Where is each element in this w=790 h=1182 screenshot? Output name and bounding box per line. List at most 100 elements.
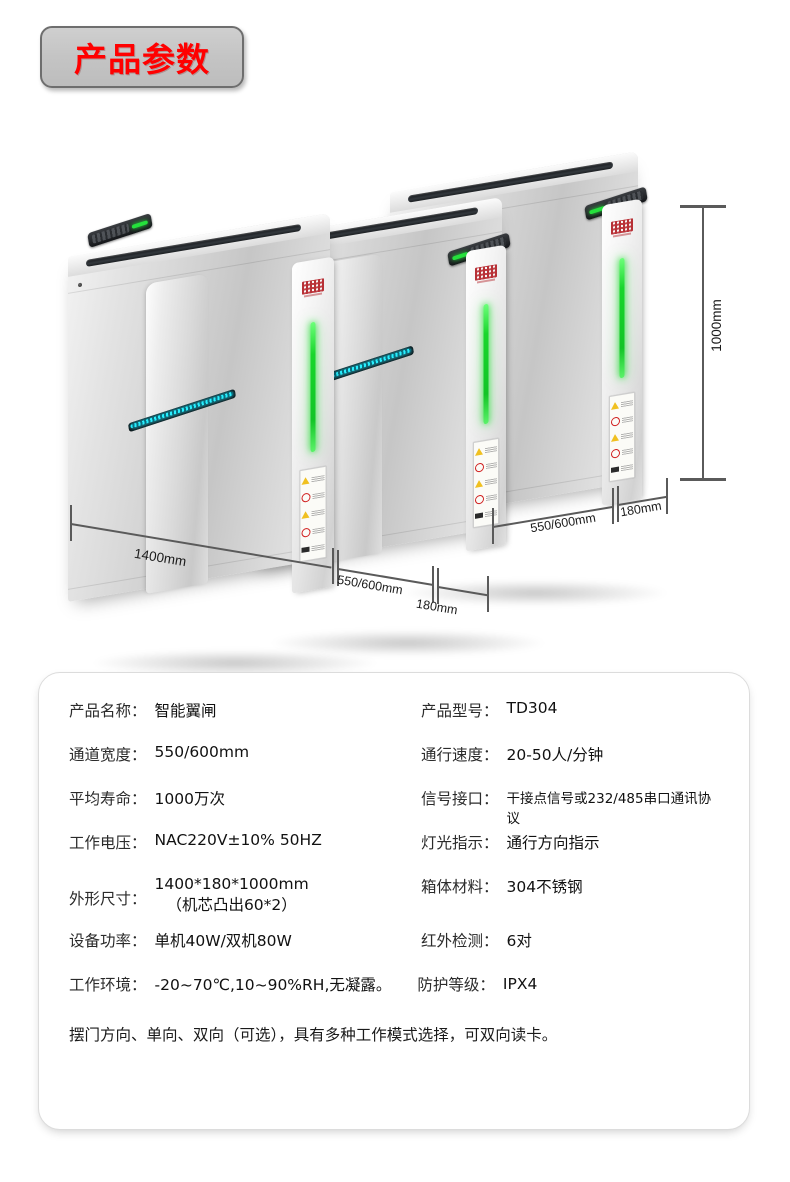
hand-caution-icon — [611, 466, 619, 474]
spec-value: 单机40W/双机80W — [154, 932, 292, 950]
warning-triangle-icon — [301, 511, 310, 520]
warning-triangle-icon — [611, 433, 619, 443]
floor-shadow-back — [400, 580, 670, 606]
warning-text — [485, 510, 497, 518]
dim-tick-1400-right — [332, 548, 334, 584]
warning-row — [301, 521, 325, 540]
warning-row — [475, 474, 497, 492]
page-title: 产品参数 — [74, 40, 210, 79]
warning-text — [311, 475, 325, 483]
spec-value: 20-50人/分钟 — [506, 746, 604, 764]
prohibition-icon — [475, 494, 484, 506]
warning-row — [475, 442, 497, 460]
direction-light-bar-front — [310, 321, 316, 453]
prohibition-icon — [611, 416, 620, 428]
spec-cell-power: 设备功率： 单机40W/双机80W — [69, 929, 421, 951]
spec-value: 干接点信号或232/485串口通讯协议 — [506, 791, 712, 827]
warning-text — [486, 462, 497, 470]
spec-cell-light-indicator: 灯光指示： 通行方向指示 — [421, 831, 719, 853]
pillar-middle — [466, 244, 506, 552]
dim-tick-depth-front-left — [437, 568, 439, 604]
warning-row — [611, 428, 633, 446]
spec-label: 设备功率： — [69, 932, 147, 950]
spec-row-environment: 工作环境： -20~70℃,10~90%RH,无凝露。 防护等级： IPX4 — [69, 973, 719, 1017]
spec-label: 通道宽度： — [69, 746, 147, 764]
spec-label: 产品型号： — [421, 702, 499, 720]
spec-row: 产品名称： 智能翼闸 产品型号： TD304 — [69, 699, 719, 743]
spec-row: 平均寿命： 1000万次 信号接口： 干接点信号或232/485串口通讯协议 — [69, 787, 719, 831]
spec-cell-model: 产品型号： TD304 — [421, 699, 719, 721]
spec-value: -20~70℃,10~90%RH,无凝露。 — [154, 976, 392, 994]
brand-logo-middle — [475, 264, 497, 281]
spec-value-line2: （机芯凸出60*2） — [166, 896, 297, 914]
spec-row: 工作电压： NAC220V±10% 50HZ 灯光指示： 通行方向指示 — [69, 831, 719, 875]
spec-value: TD304 — [506, 699, 558, 717]
warning-label-back — [609, 391, 635, 483]
warning-text — [621, 464, 633, 472]
hand-caution-icon — [301, 546, 310, 553]
brand-logo-back — [611, 218, 633, 235]
keypad-front — [91, 223, 130, 244]
spec-value: 6对 — [506, 932, 532, 950]
warning-label-middle — [473, 437, 499, 529]
floor-shadow-middle — [268, 630, 548, 656]
spec-label: 防护等级： — [417, 976, 495, 994]
warning-text — [622, 448, 633, 456]
warning-row — [301, 487, 325, 506]
warning-text — [485, 478, 497, 486]
pillar-back — [602, 198, 642, 506]
warning-triangle-icon — [475, 479, 483, 489]
spec-cell-ip-rating: 防护等级： IPX4 — [417, 973, 537, 995]
warning-row — [611, 444, 633, 462]
dim-line-height — [702, 206, 704, 480]
direction-light-bar-middle — [483, 303, 489, 425]
dim-tick-1400-left — [70, 505, 72, 541]
spec-value: 304不锈钢 — [506, 878, 583, 896]
spec-row: 外形尺寸： 1400*180*1000mm （机芯凸出60*2） 箱体材料： 3… — [69, 875, 719, 929]
product-illustration: 1000mm 1400mm 550/600mm 180mm 550/600mm … — [0, 110, 790, 676]
spec-label: 箱体材料： — [421, 878, 499, 896]
card-reader-panel-front[interactable] — [87, 212, 153, 249]
warning-text — [311, 509, 325, 517]
warning-row — [475, 490, 497, 508]
spec-cell-lifespan: 平均寿命： 1000万次 — [69, 787, 421, 809]
spec-cell-product-name: 产品名称： 智能翼闸 — [69, 699, 421, 721]
spec-cell-environment: 工作环境： -20~70℃,10~90%RH,无凝露。 — [69, 973, 391, 995]
warning-text — [311, 543, 325, 552]
spec-value: 1400*180*1000mm （机芯凸出60*2） — [155, 875, 309, 915]
spec-label: 通行速度： — [421, 746, 499, 764]
spec-cell-housing-material: 箱体材料： 304不锈钢 — [421, 875, 719, 897]
spec-value: NAC220V±10% 50HZ — [154, 831, 322, 849]
prohibition-icon — [611, 448, 620, 460]
spec-cell-signal-interface: 信号接口： 干接点信号或232/485串口通讯协议 — [421, 787, 719, 827]
warning-text — [622, 416, 633, 424]
warning-triangle-icon — [301, 476, 310, 486]
pillar-front — [292, 256, 334, 594]
prohibition-icon — [475, 462, 484, 474]
brand-logo-front — [302, 278, 324, 295]
spec-cell-voltage: 工作电压： NAC220V±10% 50HZ — [69, 831, 421, 853]
dim-label-height: 1000mm — [708, 299, 724, 352]
specification-card: 产品名称： 智能翼闸 产品型号： TD304 通道宽度： 550/600mm 通… — [38, 672, 750, 1130]
spec-value-line1: 1400*180*1000mm — [154, 875, 309, 893]
spec-label: 平均寿命： — [69, 790, 147, 808]
warning-label-front — [299, 465, 327, 563]
warning-text — [621, 400, 633, 408]
floor-shadow-front — [90, 650, 380, 676]
spec-value: IPX4 — [502, 975, 538, 993]
spec-cell-lane-width: 通道宽度： 550/600mm — [69, 743, 421, 765]
warning-triangle-icon — [475, 447, 483, 457]
warning-text — [486, 494, 497, 502]
status-led-front — [131, 219, 148, 229]
warning-row — [301, 504, 325, 523]
warning-row — [611, 412, 633, 430]
spec-value: 1000万次 — [154, 790, 225, 808]
spec-footer-note: 摆门方向、单向、双向（可选），具有多种工作模式选择，可双向读卡。 — [69, 1026, 558, 1044]
spec-label: 红外检测： — [421, 932, 499, 950]
cabinet-slot-back — [408, 161, 613, 203]
spec-row: 设备功率： 单机40W/双机80W 红外检测： 6对 — [69, 929, 719, 973]
prohibition-icon — [301, 527, 311, 538]
specification-table: 产品名称： 智能翼闸 产品型号： TD304 通道宽度： 550/600mm 通… — [69, 699, 719, 1045]
hand-caution-icon — [475, 512, 483, 520]
spec-label: 产品名称： — [69, 702, 147, 720]
